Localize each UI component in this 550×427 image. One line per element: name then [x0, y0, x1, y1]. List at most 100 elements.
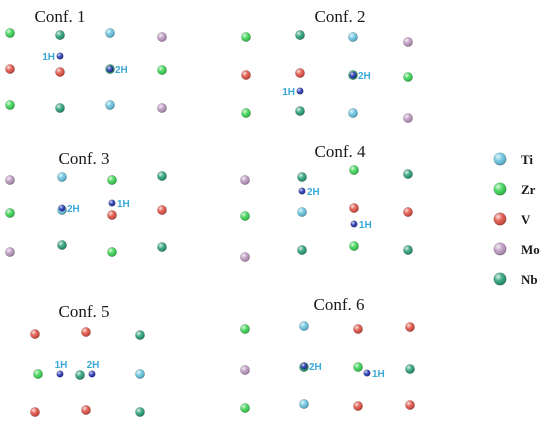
- hydrogen-label: 2H: [307, 187, 320, 198]
- atom-mo-highlight: [403, 37, 413, 47]
- atom-nb-highlight: [297, 172, 307, 182]
- atom-mo: [157, 32, 167, 42]
- atom-ti-highlight: [105, 28, 115, 38]
- atom-v: [405, 400, 415, 410]
- atom-ti-highlight: [299, 399, 309, 409]
- atom-zr-highlight: [403, 72, 413, 82]
- atom-v: [157, 205, 167, 215]
- atom-nb-highlight: [297, 245, 307, 255]
- hydrogen-atom: [108, 199, 116, 207]
- atom-v: [81, 327, 91, 337]
- atom-mo: [403, 37, 413, 47]
- hydrogen-atom-highlight: [363, 369, 371, 377]
- atom-nb-highlight: [295, 30, 305, 40]
- hydrogen-atom: [350, 220, 358, 228]
- atom-nb-highlight: [135, 330, 145, 340]
- atom-zr: [33, 369, 43, 379]
- atom-v-highlight: [295, 68, 305, 78]
- hydrogen-atom-highlight: [58, 204, 66, 212]
- atom-mo: [157, 103, 167, 113]
- atom-nb: [405, 364, 415, 374]
- atom-zr: [5, 100, 15, 110]
- panel-title: Conf. 6: [314, 295, 365, 314]
- atom-zr-highlight: [240, 211, 250, 221]
- hydrogen-label: 1H: [42, 52, 55, 63]
- atom-nb: [295, 30, 305, 40]
- atom-nb: [297, 172, 307, 182]
- hydrogen-atom-highlight: [298, 187, 306, 195]
- atom-v: [55, 67, 65, 77]
- atom-nb-highlight: [405, 364, 415, 374]
- atom-ti-highlight: [135, 369, 145, 379]
- atom-mo: [5, 175, 15, 185]
- atom-v-highlight: [107, 210, 117, 220]
- legend-item-v: V: [493, 212, 531, 227]
- hydrogen-atom-highlight: [108, 199, 116, 207]
- atom-ti-highlight: [299, 321, 309, 331]
- hydrogen-atom-highlight: [106, 65, 114, 73]
- hydrogen-label: 1H: [55, 360, 68, 371]
- atom-nb: [403, 245, 413, 255]
- hydrogen-atom: [298, 187, 306, 195]
- atom-ti: [299, 321, 309, 331]
- atom-zr: [241, 32, 251, 42]
- hydrogen-label: 2H: [309, 362, 322, 373]
- hydrogen-atom: [88, 370, 96, 378]
- hydrogen-label: 1H: [282, 87, 295, 98]
- legend-label: Mo: [521, 242, 540, 257]
- panel-title: Conf. 3: [59, 149, 110, 168]
- atom-zr: [157, 65, 167, 75]
- hydrogen-atom: [56, 370, 64, 378]
- atom-nb: [403, 169, 413, 179]
- legend-item-zr: Zr: [493, 182, 536, 197]
- legend-item-nb: Nb: [493, 272, 538, 287]
- hydrogen-label: 1H: [372, 369, 385, 380]
- hydrogen-atom: [300, 362, 308, 370]
- hydrogen-label: 2H: [358, 71, 371, 82]
- atom-nb-highlight: [55, 30, 65, 40]
- panel-title: Conf. 1: [35, 7, 86, 26]
- legend-swatch: [493, 272, 507, 286]
- atom-zr-highlight: [157, 65, 167, 75]
- atom-ti: [299, 399, 309, 409]
- atom-zr-highlight: [349, 165, 359, 175]
- atom-v-highlight: [157, 205, 167, 215]
- legend-swatch: [493, 152, 507, 166]
- atom-nb-highlight: [135, 407, 145, 417]
- legend-swatch: [493, 242, 507, 256]
- atom-mo-highlight: [240, 175, 250, 185]
- atom-zr-highlight: [240, 403, 250, 413]
- atom-ti: [105, 100, 115, 110]
- hydrogen-label: 1H: [359, 220, 372, 231]
- atom-zr-highlight: [353, 362, 363, 372]
- atom-zr: [240, 324, 250, 334]
- atom-zr-highlight: [107, 175, 117, 185]
- hydrogen-atom: [349, 71, 357, 79]
- legend-label: Nb: [521, 272, 538, 287]
- legend-item-mo: Mo: [493, 242, 540, 257]
- atom-zr: [241, 108, 251, 118]
- hydrogen-atom: [56, 52, 64, 60]
- atom-zr-highlight: [33, 369, 43, 379]
- legend-swatch: [493, 212, 507, 226]
- atom-v-highlight: [81, 327, 91, 337]
- atom-nb: [135, 407, 145, 417]
- atom-zr: [5, 208, 15, 218]
- hydrogen-atom-highlight: [350, 220, 358, 228]
- atom-ti: [57, 172, 67, 182]
- atom-mo-highlight: [157, 103, 167, 113]
- atom-mo-highlight: [403, 113, 413, 123]
- atom-nb-highlight: [403, 245, 413, 255]
- panel-title: Conf. 5: [59, 302, 110, 321]
- hydrogen-atom-highlight: [88, 370, 96, 378]
- atom-zr: [349, 241, 359, 251]
- atom-ti-highlight: [348, 32, 358, 42]
- atom-zr: [107, 247, 117, 257]
- atom-mo-highlight: [5, 247, 15, 257]
- legend-swatch-highlight: [493, 272, 507, 286]
- atom-v: [405, 322, 415, 332]
- atom-nb: [75, 370, 85, 380]
